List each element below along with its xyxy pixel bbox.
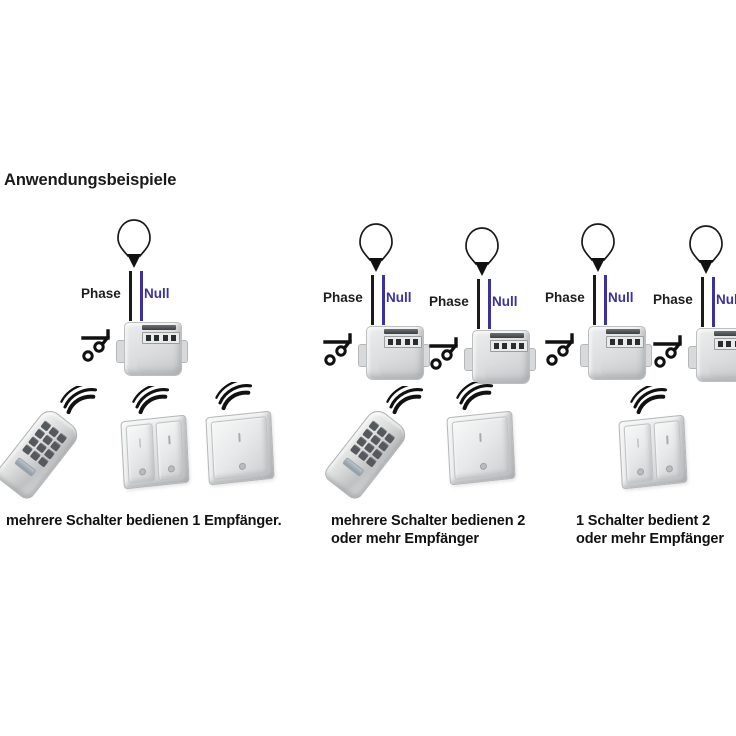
light-bulb-icon [356, 222, 396, 278]
switch-schematic-icon [428, 330, 468, 374]
receiver-shadow [379, 360, 425, 376]
caption-group-2: mehrere Schalter bedienen 2 oder mehr Em… [331, 513, 526, 547]
handheld-remote[interactable] [0, 386, 118, 503]
receiver-shadow [137, 356, 183, 372]
rocker-left[interactable] [623, 423, 654, 484]
wall-switch-double[interactable] [118, 386, 218, 490]
light-bulb-icon [686, 224, 726, 280]
receiver-module-icon [116, 318, 188, 376]
null-wire [382, 275, 385, 325]
null-wire [488, 279, 491, 329]
terminal-block [490, 340, 528, 352]
handheld-remote[interactable] [321, 386, 446, 503]
switch-schematic-icon [652, 328, 692, 372]
null-wire [140, 271, 143, 321]
wall-switch-single[interactable] [440, 382, 540, 486]
null-label: Null [716, 292, 736, 307]
radio-waves-icon [215, 382, 261, 412]
rocker-group[interactable] [451, 416, 511, 480]
bulb-receiver-unit: Phase Null [322, 222, 444, 382]
null-wire [604, 275, 607, 325]
rocker-group[interactable] [623, 420, 683, 484]
wall-switch-double[interactable] [616, 386, 716, 490]
phase-label: Phase [429, 294, 469, 309]
phase-label: Phase [323, 290, 363, 305]
wire-pair [474, 279, 496, 329]
switch-schematic-icon [544, 326, 584, 370]
switch-schematic-icon [322, 326, 362, 370]
receiver-body [366, 326, 425, 380]
rocker-single[interactable] [451, 416, 511, 480]
rocker-group[interactable] [210, 416, 270, 480]
receiver-body [696, 328, 736, 382]
bulb-receiver-unit: Phase Null [80, 218, 202, 378]
receiver-body [124, 322, 183, 376]
wall-switch-single[interactable] [203, 382, 303, 486]
null-label: Null [144, 286, 170, 301]
switch-plate[interactable] [120, 414, 190, 490]
remote-body[interactable] [315, 401, 416, 507]
radio-waves-icon [630, 386, 676, 416]
rocker-left[interactable] [125, 423, 156, 484]
receiver-body [472, 330, 531, 384]
receiver-shadow [601, 360, 647, 376]
receiver-module-icon [358, 322, 430, 380]
radio-waves-icon [60, 386, 106, 416]
wire-pair [698, 277, 720, 327]
caption-group-3: 1 Schalter bedient 2 oder mehr Empfänger [576, 513, 724, 547]
switch-plate[interactable] [205, 410, 275, 486]
radio-waves-icon [386, 386, 432, 416]
page-title: Anwendungsbeispiele [4, 171, 177, 189]
rocker-group[interactable] [125, 420, 185, 484]
phase-wire [593, 275, 596, 325]
phase-label: Phase [545, 290, 585, 305]
terminal-block [384, 336, 422, 348]
null-label: Null [608, 290, 634, 305]
receiver-label-strip [606, 329, 640, 334]
receiver-label-strip [142, 325, 176, 330]
receiver-label-strip [384, 329, 418, 334]
receiver-label-strip [714, 331, 736, 336]
remote-body[interactable] [0, 401, 89, 507]
light-bulb-icon [114, 218, 154, 274]
radio-waves-icon [132, 386, 178, 416]
null-label: Null [492, 294, 518, 309]
radio-waves-icon [456, 382, 502, 412]
light-bulb-icon [578, 222, 618, 278]
phase-wire [701, 277, 704, 327]
rocker-right[interactable] [154, 420, 185, 481]
phase-wire [371, 275, 374, 325]
null-label: Null [386, 290, 412, 305]
receiver-shadow [485, 364, 531, 380]
receiver-module-icon [688, 324, 736, 382]
rocker-single[interactable] [210, 416, 270, 480]
phase-label: Phase [81, 286, 121, 301]
switch-plate[interactable] [446, 410, 516, 486]
receiver-module-icon [464, 326, 536, 384]
caption-group-1: mehrere Schalter bedienen 1 Empfänger. [6, 513, 282, 529]
receiver-shadow [709, 362, 736, 378]
phase-label: Phase [653, 292, 693, 307]
bulb-receiver-unit: Phase Null [652, 224, 736, 384]
receiver-label-strip [490, 333, 524, 338]
terminal-block [142, 332, 180, 344]
receiver-body [588, 326, 647, 380]
wire-pair [126, 271, 148, 321]
bulb-receiver-unit: Phase Null [544, 222, 666, 382]
wire-pair [368, 275, 390, 325]
wire-pair [590, 275, 612, 325]
terminal-block [714, 338, 736, 350]
switch-schematic-icon [80, 322, 120, 366]
null-wire [712, 277, 715, 327]
rocker-right[interactable] [652, 420, 683, 481]
phase-wire [477, 279, 480, 329]
phase-wire [129, 271, 132, 321]
bulb-receiver-unit: Phase Null [428, 226, 550, 386]
light-bulb-icon [462, 226, 502, 282]
receiver-module-icon [580, 322, 652, 380]
switch-plate[interactable] [618, 414, 688, 490]
terminal-block [606, 336, 644, 348]
